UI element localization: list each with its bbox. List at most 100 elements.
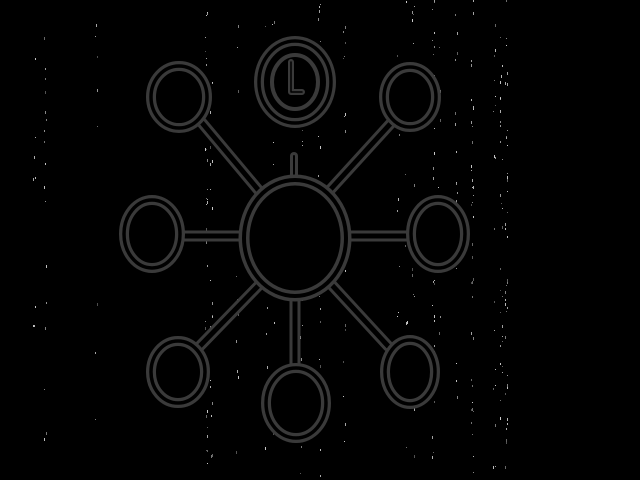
noise-dot	[507, 279, 508, 282]
noise-dot	[414, 296, 415, 297]
noise-dot	[212, 316, 213, 318]
noise-dot	[455, 123, 456, 126]
noise-dot	[343, 396, 344, 397]
noise-dot	[412, 11, 413, 14]
edge-hub-to-bottom-left	[192, 276, 268, 354]
noise-dot	[434, 152, 435, 155]
noise-dot	[407, 321, 408, 324]
noise-dot	[493, 111, 494, 112]
noise-dot	[500, 125, 501, 127]
noise-dot	[345, 324, 346, 327]
noise-dot	[472, 256, 473, 259]
noise-dot	[505, 466, 506, 469]
noise-dot	[507, 418, 508, 421]
noise-dot	[318, 18, 319, 21]
noise-dot	[302, 141, 303, 142]
noise-dot	[206, 241, 207, 244]
node-bottom-right	[380, 335, 440, 409]
noise-dot	[473, 472, 474, 473]
noise-dot	[493, 388, 494, 390]
noise-dot	[439, 332, 440, 335]
noise-dot	[210, 189, 211, 190]
noise-dot	[45, 327, 46, 330]
noise-dot	[34, 156, 35, 159]
noise-dot	[506, 137, 507, 139]
noise-dot	[472, 187, 473, 188]
noise-dot	[344, 56, 345, 57]
noise-dot	[456, 363, 457, 364]
noise-dot	[238, 376, 239, 379]
noise-dot	[500, 400, 501, 401]
noise-dot	[320, 321, 321, 323]
noise-dot	[34, 325, 35, 327]
noise-dot	[473, 456, 474, 457]
noise-dot	[456, 200, 457, 203]
noise-dot	[434, 280, 435, 281]
noise-dot	[473, 109, 474, 110]
noise-dot	[206, 64, 207, 66]
noise-dot	[434, 401, 435, 403]
noise-dot	[471, 99, 472, 101]
noise-dot	[439, 47, 440, 48]
noise-dot	[472, 296, 473, 298]
noise-dot	[343, 31, 344, 33]
noise-dot	[494, 155, 495, 158]
noise-dot	[238, 25, 239, 28]
noise-dot	[344, 116, 345, 117]
noise-dot	[433, 281, 434, 283]
noise-dot	[45, 163, 46, 165]
noise-dot	[494, 80, 495, 81]
noise-dot	[473, 337, 474, 340]
noise-dot	[495, 424, 496, 427]
noise-dot	[236, 451, 237, 454]
noise-dot	[505, 299, 506, 301]
noise-dot	[405, 174, 406, 175]
noise-dot	[46, 302, 47, 304]
noise-dot	[210, 326, 211, 328]
noise-dot	[207, 189, 208, 190]
noise-dot	[212, 82, 213, 83]
noise-dot	[272, 24, 273, 25]
noise-dot	[343, 58, 344, 59]
noise-dot	[95, 36, 96, 37]
noise-dot	[472, 385, 473, 387]
noise-dot	[210, 280, 211, 281]
noise-dot	[471, 121, 472, 124]
edges	[174, 112, 418, 376]
noise-dot	[45, 91, 46, 94]
noise-dot	[472, 141, 473, 144]
noise-dot	[432, 436, 433, 439]
noise-dot	[205, 327, 206, 330]
noise-dot	[472, 402, 473, 403]
noise-dot	[412, 268, 413, 271]
noise-dot	[406, 1, 407, 3]
noise-dot	[472, 281, 473, 284]
noise-dot	[205, 51, 206, 52]
noise-dot	[206, 450, 207, 451]
noise-dot	[432, 9, 433, 10]
noise-dot	[345, 113, 346, 116]
noise-dot	[500, 312, 501, 313]
noise-dot	[207, 427, 208, 428]
edge-hub-to-top-right	[324, 116, 398, 196]
noise-dot	[210, 163, 211, 166]
noise-dot	[434, 345, 435, 347]
noise-dot	[414, 455, 415, 458]
noise-dot	[472, 434, 473, 435]
noise-dot	[302, 325, 303, 326]
noise-dot	[399, 134, 400, 136]
noise-dot	[471, 379, 472, 381]
noise-dot	[320, 4, 321, 5]
noise-dot	[238, 90, 239, 93]
noise-dot	[405, 245, 406, 247]
noise-dot	[473, 216, 474, 218]
noise-dot	[205, 37, 206, 38]
noise-dot	[456, 268, 457, 269]
noise-dot	[207, 463, 208, 464]
noise-dot	[507, 173, 508, 174]
noise-dot	[457, 32, 458, 35]
noise-dot	[472, 126, 473, 127]
noise-dot	[320, 449, 321, 451]
noise-dot	[502, 226, 503, 229]
noise-dot	[473, 12, 474, 15]
